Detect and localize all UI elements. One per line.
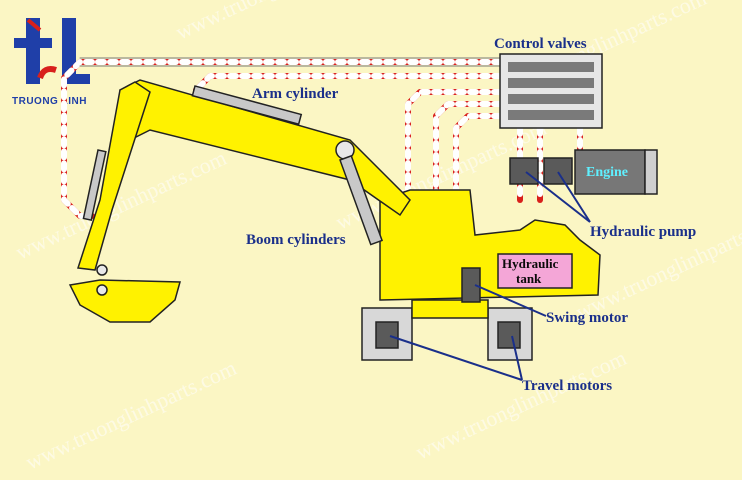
svg-text:www.truonglinhparts.com: www.truonglinhparts.com (412, 345, 631, 465)
label-boom-cylinders: Boom cylinders (246, 232, 346, 248)
svg-text:www.truonglinhparts.com: www.truonglinhparts.com (172, 0, 391, 45)
svg-text:www.truonglinhparts.com: www.truonglinhparts.com (22, 355, 241, 475)
hydraulic-tank (497, 253, 573, 289)
label-engine: Engine (586, 165, 628, 180)
label-arm-cylinder: Arm cylinder (252, 86, 339, 102)
label-swing-motor: Swing motor (546, 310, 628, 326)
label-hydraulic-tank-line2: tank (516, 271, 542, 286)
logo-text: TRUONG LINH (12, 96, 87, 107)
label-hydraulic-tank-line1: Hydraulic (502, 256, 559, 271)
hydraulic-pump-and-engine (509, 149, 658, 195)
control-valves (499, 53, 603, 129)
leader-lines (389, 171, 591, 381)
label-hydraulic-pump: Hydraulic pump (590, 224, 696, 240)
label-travel-motors: Travel motors (522, 378, 612, 394)
label-control-valves: Control valves (494, 36, 587, 52)
